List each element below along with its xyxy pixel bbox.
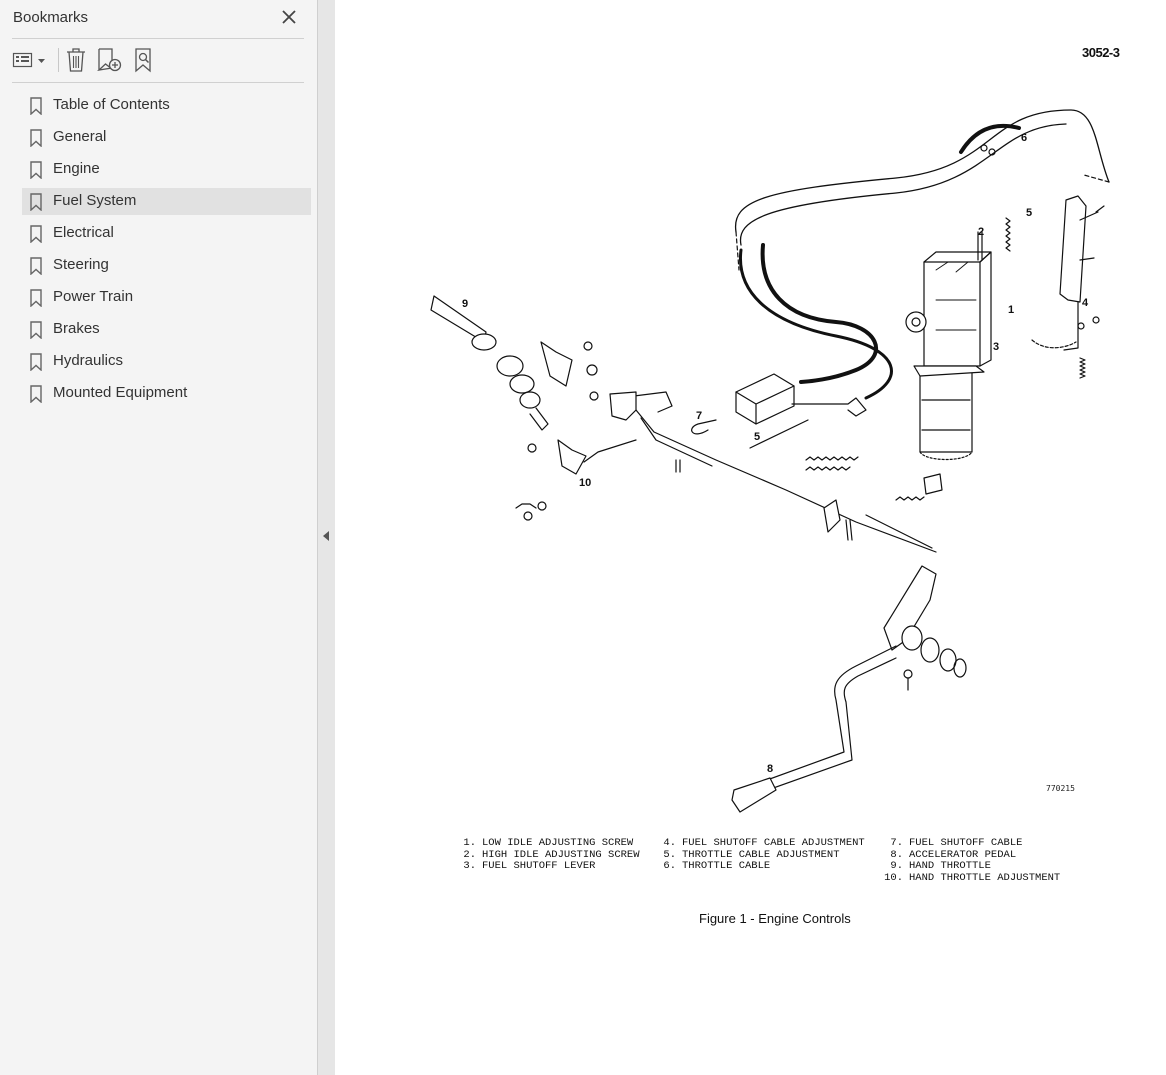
callout-5b: 5 bbox=[754, 431, 761, 443]
bookmark-item[interactable]: Brakes bbox=[22, 316, 311, 343]
legend-row: 1.LOW IDLE ADJUSTING SCREW bbox=[463, 837, 634, 849]
legend-row: 8.ACCELERATOR PEDAL bbox=[890, 848, 1017, 861]
bookmark-icon bbox=[30, 385, 42, 404]
bookmark-item[interactable]: Hydraulics bbox=[22, 348, 311, 375]
legend-row: 10.HAND THROTTLE ADJUSTMENT bbox=[884, 871, 1061, 884]
bookmark-add-icon bbox=[96, 48, 123, 78]
bookmark-item[interactable]: Table of Contents bbox=[22, 92, 311, 119]
bookmark-label: Table of Contents bbox=[53, 96, 170, 113]
bookmark-label: Hydraulics bbox=[53, 352, 124, 369]
figure-caption: Figure 1 - Engine Controls bbox=[699, 911, 851, 926]
bookmark-icon bbox=[30, 225, 42, 244]
bookmark-label: Steering bbox=[53, 256, 109, 273]
callout-7: 7 bbox=[696, 410, 703, 422]
callout-4: 4 bbox=[1082, 297, 1089, 309]
legend-row: 2.HIGH IDLE ADJUSTING SCREW bbox=[463, 848, 640, 861]
callout-6: 6 bbox=[1021, 132, 1028, 144]
bookmark-item[interactable]: Electrical bbox=[22, 220, 311, 247]
bookmark-icon bbox=[30, 97, 42, 116]
legend-row: 9.HAND THROTTLE bbox=[890, 860, 991, 872]
collapse-arrow-icon[interactable] bbox=[323, 531, 329, 541]
toolbar-divider bbox=[58, 48, 59, 72]
page-number: 3052-3 bbox=[1082, 45, 1120, 60]
bookmark-label: Fuel System bbox=[53, 192, 137, 209]
bookmarks-panel: Bookmarks bbox=[0, 0, 317, 1075]
bookmark-label: Power Train bbox=[53, 288, 134, 305]
legend-row: 6.THROTTLE CABLE bbox=[663, 860, 771, 872]
legend-row: 5.THROTTLE CABLE ADJUSTMENT bbox=[663, 848, 840, 861]
legend-row: 3.FUEL SHUTOFF LEVER bbox=[463, 860, 596, 872]
bookmark-item[interactable]: Steering bbox=[22, 252, 311, 279]
callout-10: 10 bbox=[579, 477, 592, 489]
bookmark-item[interactable]: Mounted Equipment bbox=[22, 380, 311, 407]
bookmark-label: Electrical bbox=[53, 224, 114, 241]
bookmark-icon bbox=[30, 129, 42, 148]
legend-column-2: 4.FUEL SHUTOFF CABLE ADJUSTMENT 5.THROTT… bbox=[654, 837, 865, 873]
bookmark-item[interactable]: Fuel System bbox=[22, 188, 311, 215]
bookmark-icon bbox=[30, 161, 42, 180]
bookmark-icon bbox=[30, 353, 42, 372]
bookmark-label: Brakes bbox=[53, 320, 100, 337]
divider bbox=[12, 82, 304, 83]
find-bookmark-button[interactable] bbox=[133, 46, 159, 74]
callout-3: 3 bbox=[993, 341, 1000, 353]
panel-title: Bookmarks bbox=[13, 9, 89, 26]
engine-controls-drawing bbox=[430, 109, 1110, 813]
callout-9: 9 bbox=[462, 298, 469, 310]
close-icon[interactable] bbox=[279, 7, 299, 27]
bookmark-icon bbox=[30, 193, 42, 212]
bookmark-icon bbox=[30, 289, 42, 308]
bookmark-icon bbox=[30, 257, 42, 276]
bookmark-item[interactable]: General bbox=[22, 124, 311, 151]
delete-bookmark-button[interactable] bbox=[64, 46, 88, 74]
bookmark-label: General bbox=[53, 128, 107, 145]
callout-8: 8 bbox=[767, 763, 774, 775]
callout-2: 2 bbox=[978, 226, 985, 238]
callout-5: 5 bbox=[1026, 207, 1033, 219]
legend-column-3: 7.FUEL SHUTOFF CABLE 8.ACCELERATOR PEDAL… bbox=[881, 837, 1061, 884]
bookmark-icon bbox=[30, 321, 42, 340]
panel-splitter[interactable] bbox=[317, 0, 335, 1075]
bookmark-item[interactable]: Power Train bbox=[22, 284, 311, 311]
callout-1: 1 bbox=[1008, 304, 1015, 316]
document-page: 3052-3 bbox=[336, 0, 1166, 1075]
legend-row: 7.FUEL SHUTOFF CABLE bbox=[890, 837, 1023, 849]
new-bookmark-button[interactable] bbox=[96, 46, 123, 74]
drawing-id: 770215 bbox=[1046, 784, 1075, 793]
trash-icon bbox=[64, 48, 88, 78]
divider bbox=[12, 38, 304, 39]
bookmark-find-icon bbox=[133, 48, 159, 78]
bookmark-label: Engine bbox=[53, 160, 100, 177]
bookmark-item[interactable]: Engine bbox=[22, 156, 311, 183]
legend-column-1: 1.LOW IDLE ADJUSTING SCREW 2.HIGH IDLE A… bbox=[454, 837, 640, 873]
legend-row: 4.FUEL SHUTOFF CABLE ADJUSTMENT bbox=[663, 837, 865, 849]
bookmark-label: Mounted Equipment bbox=[53, 384, 188, 401]
options-dropdown-button[interactable] bbox=[12, 46, 48, 74]
list-options-icon bbox=[12, 52, 48, 78]
